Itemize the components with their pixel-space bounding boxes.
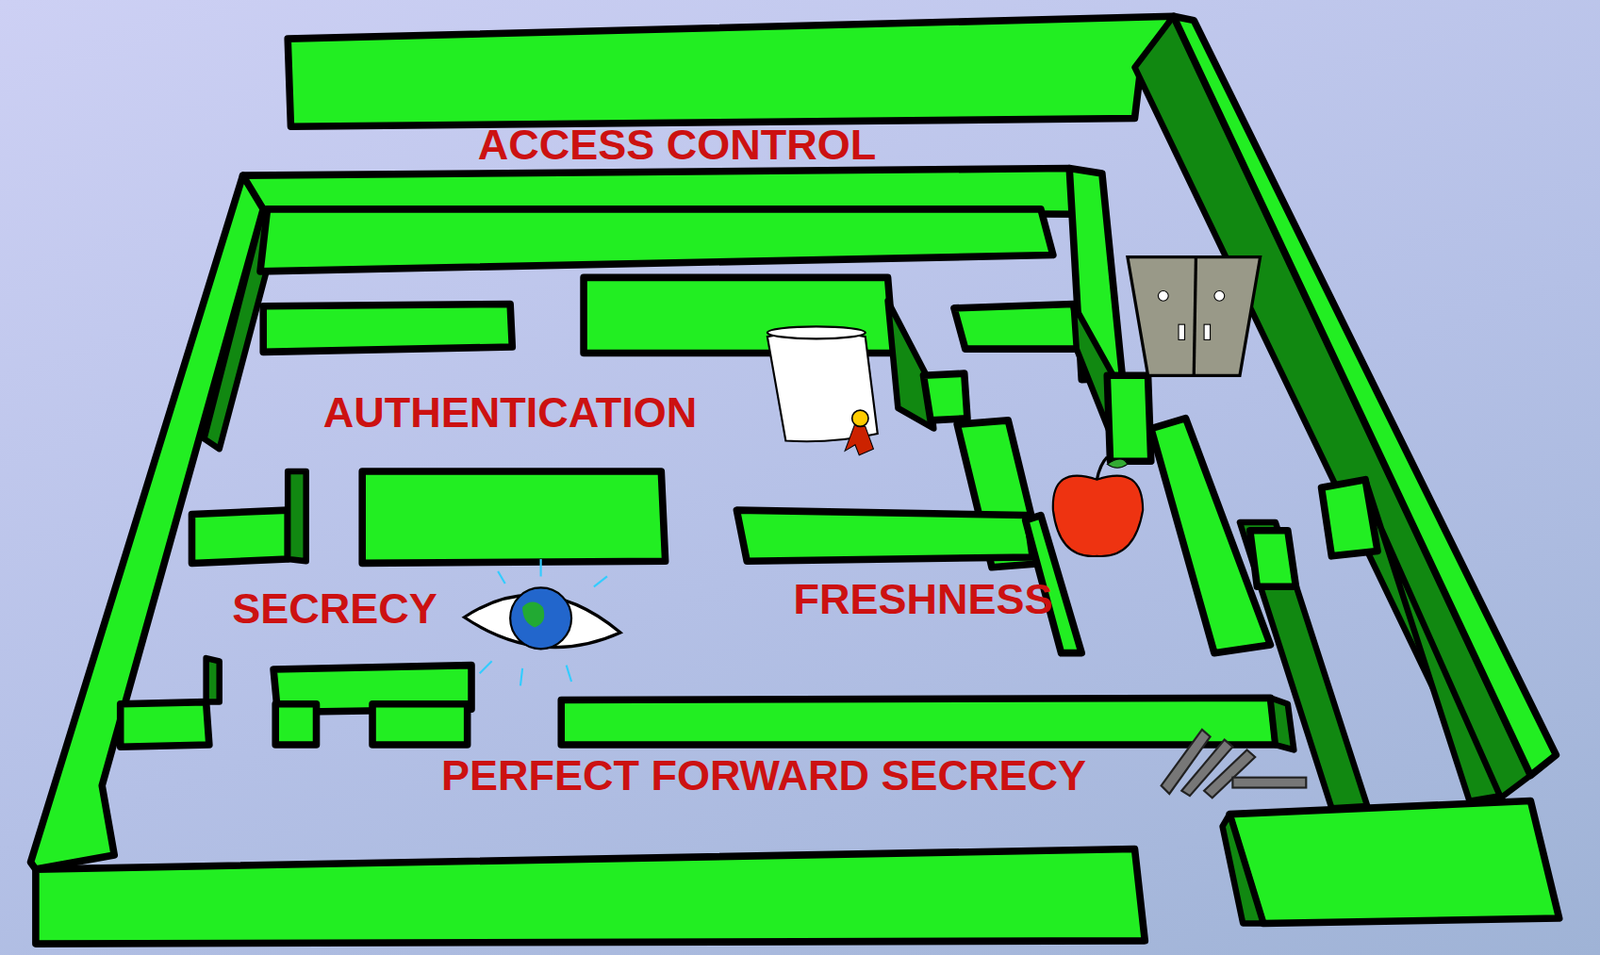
certificate-scroll — [767, 326, 878, 455]
maze-label: ACCESS CONTROL — [478, 120, 877, 170]
maze-label: SECRECY — [231, 584, 438, 634]
maze-label: PERFECT FORWARD SECRECY — [441, 751, 1087, 801]
eye-symbol — [463, 559, 621, 686]
door-symbol — [1127, 257, 1261, 377]
maze-label: AUTHENTICATION — [323, 388, 698, 438]
maze-label: FRESHNESS — [792, 575, 1053, 625]
apple-symbol — [1053, 457, 1143, 557]
dominoes-symbol — [1161, 729, 1307, 799]
